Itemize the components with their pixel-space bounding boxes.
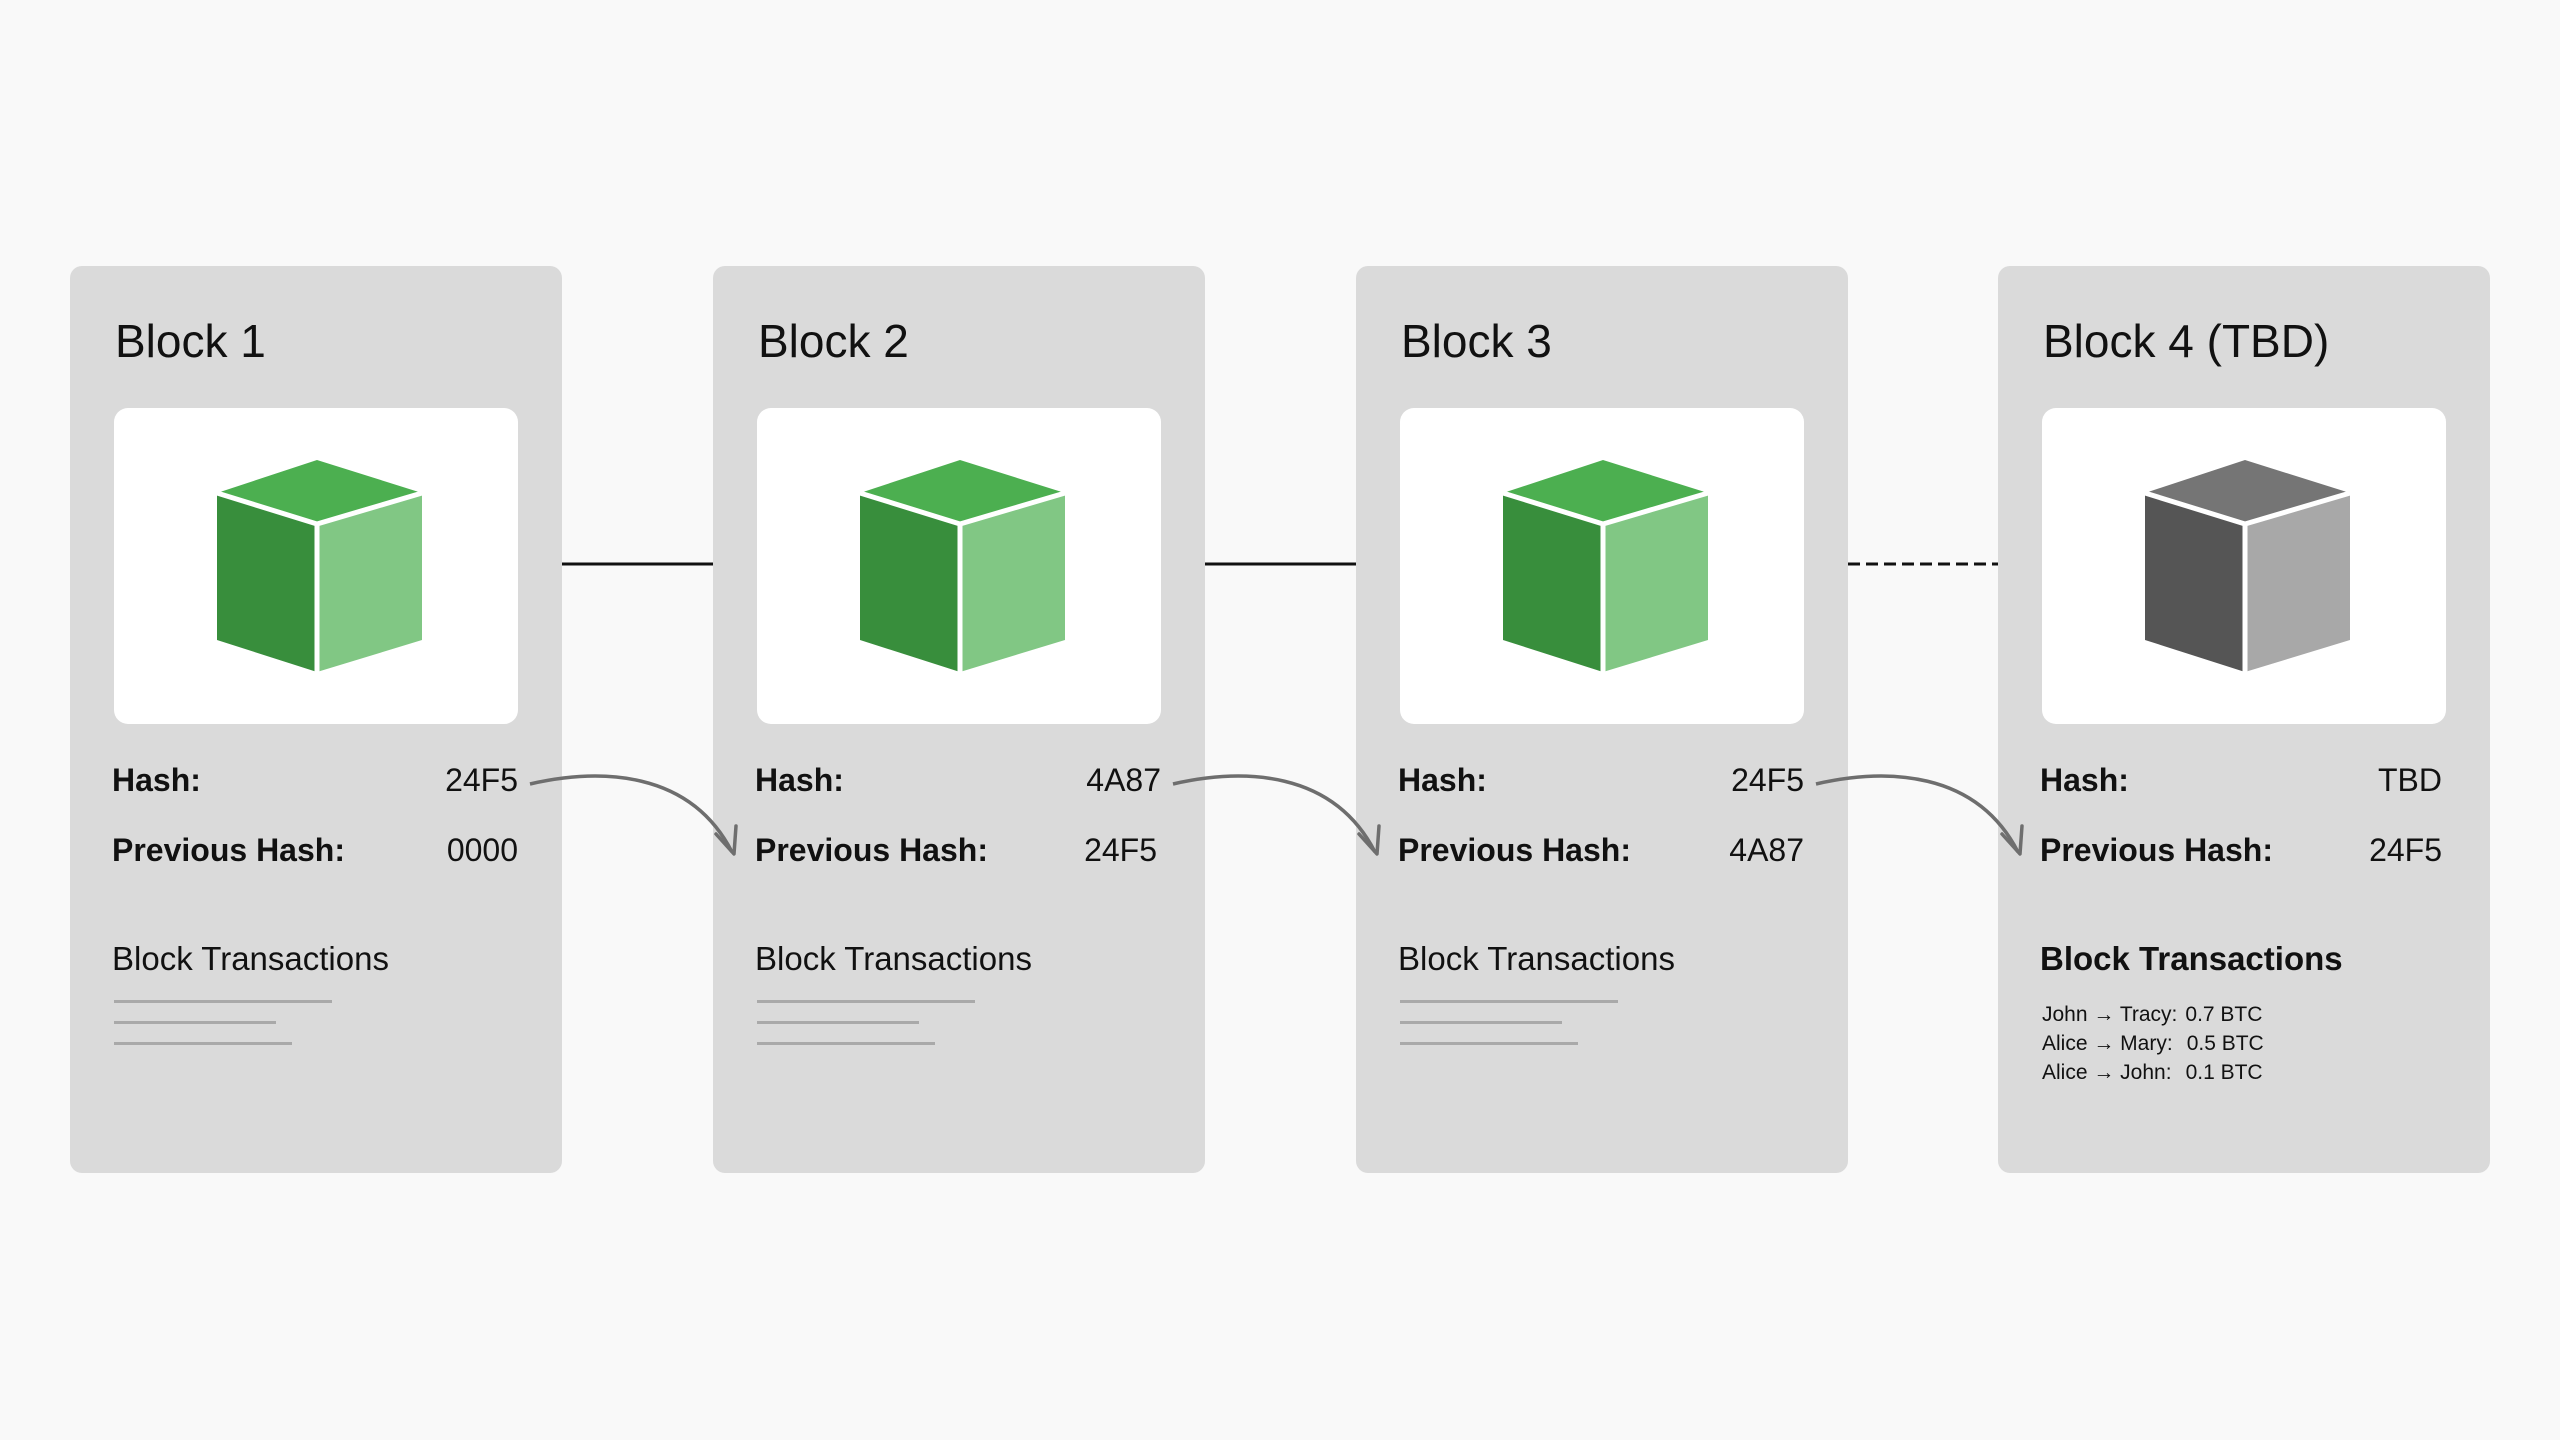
hash-value: TBD bbox=[2378, 762, 2442, 798]
transaction-placeholder-line bbox=[114, 1021, 276, 1024]
hash-value: 24F5 bbox=[445, 762, 518, 798]
transaction-parties: Alice → Mary: bbox=[2042, 1032, 2173, 1055]
hash-label: Hash: bbox=[755, 762, 844, 798]
previous-hash-label: Previous Hash: bbox=[1398, 832, 1631, 868]
transactions-heading: Block Transactions bbox=[1398, 940, 1675, 977]
transaction-item: Alice → Mary: 0.5 BTC bbox=[2042, 1029, 2264, 1058]
transaction-item: John → Tracy: 0.7 BTC bbox=[2042, 1000, 2264, 1029]
previous-hash-label: Previous Hash: bbox=[2040, 832, 2273, 868]
cube-panel bbox=[2042, 408, 2446, 724]
green-cube-icon bbox=[216, 460, 422, 672]
transaction-amount: 0.1 BTC bbox=[2185, 1061, 2263, 1084]
transaction-placeholder-line bbox=[757, 1042, 935, 1045]
previous-hash-label: Previous Hash: bbox=[112, 832, 345, 868]
transaction-placeholder-line bbox=[114, 1000, 332, 1003]
cube-panel bbox=[114, 408, 518, 724]
green-cube-icon bbox=[859, 460, 1065, 672]
previous-hash-value: 0000 bbox=[446, 832, 518, 868]
block-title: Block 3 bbox=[1401, 315, 1552, 367]
transaction-placeholder-line bbox=[1400, 1042, 1578, 1045]
transaction-list: John → Tracy: 0.7 BTC Alice → Mary: 0.5 BT… bbox=[2042, 1000, 2264, 1087]
transactions-heading: Block Transactions bbox=[2040, 940, 2343, 977]
previous-hash-label: Previous Hash: bbox=[755, 832, 988, 868]
transaction-placeholder-line bbox=[1400, 1000, 1618, 1003]
transaction-amount: 0.5 BTC bbox=[2186, 1032, 2264, 1055]
block-card-2: Block 2 Hash: 4A87 Previous Hash: 24F5 B… bbox=[713, 266, 1205, 1173]
hash-label: Hash: bbox=[112, 762, 201, 798]
transaction-placeholder-line bbox=[757, 1000, 975, 1003]
hash-value: 24F5 bbox=[1731, 762, 1804, 798]
cube-panel bbox=[1400, 408, 1804, 724]
transaction-placeholder-line bbox=[1400, 1021, 1562, 1024]
transaction-placeholder-line bbox=[757, 1021, 919, 1024]
transaction-item: Alice → John: 0.1 BTC bbox=[2042, 1058, 2264, 1087]
previous-hash-value: 4A87 bbox=[1729, 832, 1804, 868]
hash-label: Hash: bbox=[2040, 762, 2129, 798]
green-cube-icon bbox=[1502, 460, 1708, 672]
transaction-parties: Alice → John: bbox=[2042, 1061, 2172, 1084]
transactions-heading: Block Transactions bbox=[112, 940, 389, 977]
hash-label: Hash: bbox=[1398, 762, 1487, 798]
transaction-placeholder-line bbox=[114, 1042, 292, 1045]
previous-hash-value: 24F5 bbox=[1084, 832, 1157, 868]
block-card-1: Block 1 Hash: 24F5 Previous Hash: 0000 B… bbox=[70, 266, 562, 1173]
hash-value: 4A87 bbox=[1086, 762, 1161, 798]
transaction-amount: 0.7 BTC bbox=[2185, 1003, 2263, 1026]
block-title: Block 2 bbox=[758, 315, 909, 367]
gray-cube-icon bbox=[2144, 460, 2350, 672]
block-card-4: Block 4 (TBD) Hash: TBD Previous Hash: 2… bbox=[1998, 266, 2490, 1173]
block-title: Block 1 bbox=[115, 315, 266, 367]
previous-hash-value: 24F5 bbox=[2369, 832, 2442, 868]
transactions-heading: Block Transactions bbox=[755, 940, 1032, 977]
transaction-parties: John → Tracy: bbox=[2042, 1003, 2178, 1026]
block-card-3: Block 3 Hash: 24F5 Previous Hash: 4A87 B… bbox=[1356, 266, 1848, 1173]
cube-panel bbox=[757, 408, 1161, 724]
block-title: Block 4 (TBD) bbox=[2043, 315, 2330, 367]
